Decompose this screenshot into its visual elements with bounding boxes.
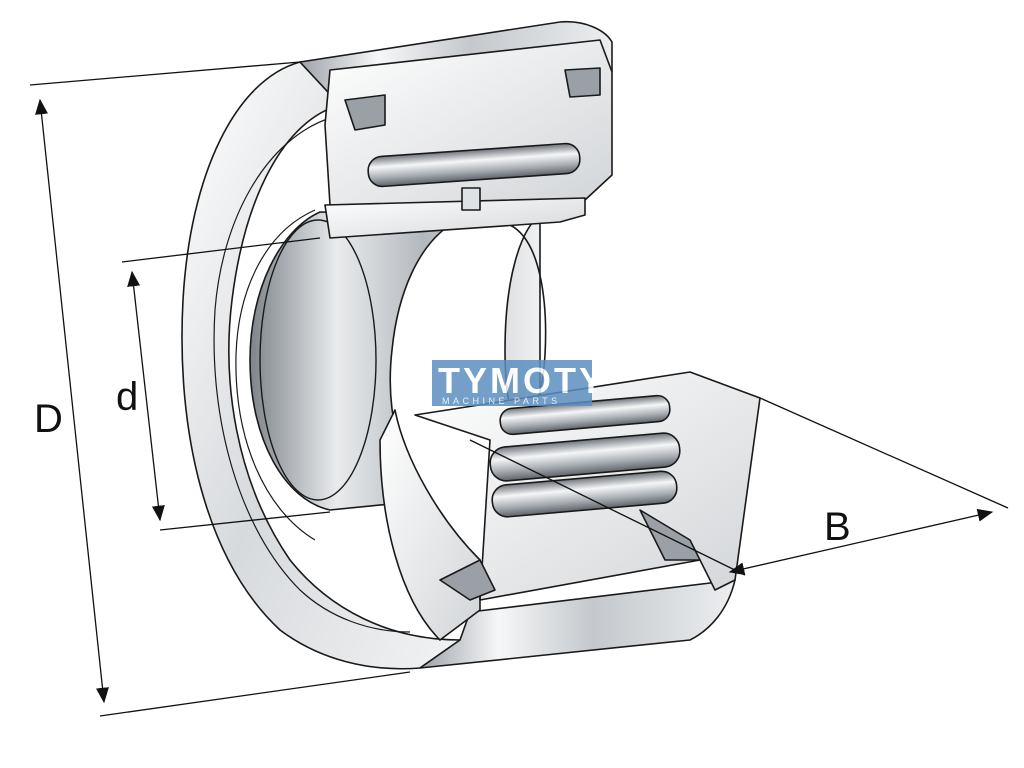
dim-d-outer-line bbox=[35, 98, 109, 704]
dim-d-bore-line bbox=[127, 270, 165, 522]
inner-ring-section-bottom bbox=[379, 409, 481, 641]
bore-rim bbox=[259, 219, 377, 501]
dim-b-line bbox=[728, 508, 994, 576]
cage-bar-top bbox=[461, 187, 481, 211]
face-groove-outer bbox=[213, 117, 411, 633]
dim-d-bore-extension-bottom bbox=[159, 511, 331, 531]
label-outer-diameter: D bbox=[34, 397, 63, 441]
watermark-background bbox=[432, 360, 592, 406]
inner-ring-section-top bbox=[324, 197, 586, 239]
roller-bottom-1 bbox=[489, 432, 681, 482]
seal-top-right bbox=[564, 67, 601, 98]
bearing-illustration bbox=[181, 20, 761, 670]
bore-surface bbox=[249, 211, 541, 511]
outer-ring-bottom-surface bbox=[419, 579, 736, 669]
label-width: B bbox=[824, 505, 851, 549]
seal-bottom-right bbox=[639, 509, 701, 561]
dimension-lines bbox=[29, 61, 1009, 717]
seal-top-left bbox=[344, 94, 386, 131]
roller-top bbox=[367, 142, 581, 188]
label-bore-diameter: d bbox=[116, 375, 138, 419]
dim-d-outer-extension-top bbox=[29, 61, 301, 86]
dim-d-outer-extension-bottom bbox=[99, 671, 411, 717]
dim-d-bore-extension-top bbox=[121, 237, 321, 263]
watermark-brand: TYMOTY bbox=[438, 360, 606, 401]
watermark: TYMOTY MACHINE PARTS bbox=[432, 360, 606, 406]
watermark-tagline: MACHINE PARTS bbox=[442, 396, 561, 406]
dim-b-extension-bottom bbox=[469, 439, 746, 576]
dim-b-extension-top bbox=[759, 397, 1009, 509]
face-groove-inner bbox=[235, 209, 316, 541]
seal-bottom-left bbox=[439, 559, 496, 601]
roller-bottom-2 bbox=[491, 470, 678, 518]
